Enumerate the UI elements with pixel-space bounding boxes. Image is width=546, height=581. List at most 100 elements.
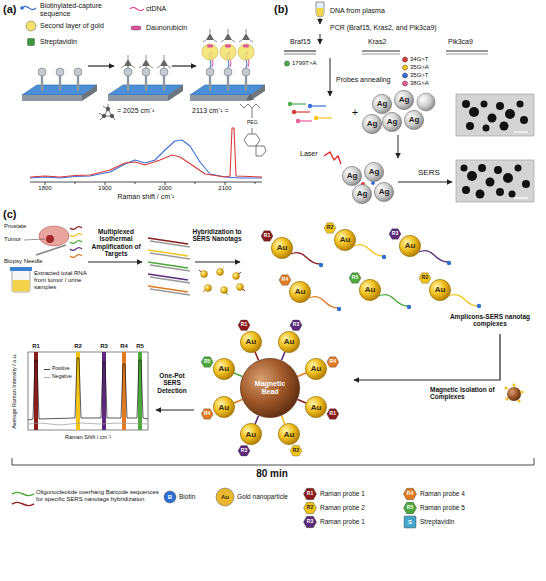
step-label: Amplicons-SERS nanotag complexes [444, 313, 536, 328]
sers-probe [292, 110, 296, 114]
legend-text: Raman probe 2 [320, 504, 365, 511]
biotin-dot [407, 305, 411, 309]
silver-nanoparticle: Ag [364, 162, 384, 182]
raman-spectrum [45, 182, 255, 185]
sample-label: Extracted total RNA from tumor / urine s… [34, 270, 88, 291]
raman-probe-hexagon [201, 357, 213, 367]
chemical-group-label: PEG [247, 120, 258, 126]
silver-nanoparticle: Ag [374, 182, 394, 202]
magnetic-bead-icon [512, 383, 515, 386]
hybridized-ctdna-stack [202, 29, 254, 68]
streptavidin-swatch [404, 516, 416, 528]
raman-probe-swatch [304, 488, 317, 499]
tem-image [456, 94, 534, 202]
gold-nanoparticle-shape [213, 396, 234, 417]
hybridized-ctdna-stack [225, 45, 231, 48]
chemical-structure [106, 107, 110, 111]
legend-text: Oligonucleotide overhang Barcode sequenc… [36, 489, 160, 503]
raman-probe-tag: R1 [330, 411, 336, 417]
node-text: Au [405, 241, 416, 250]
amplified-targets [150, 241, 190, 247]
node-text: Au [295, 287, 306, 296]
legend-sample [304, 516, 317, 527]
silver-nanoparticle: Ag [352, 184, 372, 204]
mutation-dot [402, 57, 407, 62]
time-bracket [12, 458, 534, 465]
biotin-dot [382, 255, 386, 259]
bead-link-strand [298, 373, 306, 376]
sers-nanotag [205, 285, 212, 292]
gene-label: Kras2 [368, 38, 386, 46]
hybridized-ctdna-stack [207, 45, 249, 48]
legend-text: Raman probe 1 [320, 490, 365, 497]
tem-image [514, 197, 528, 198]
streptavidin-letter: S [408, 519, 412, 526]
raman-spectrum [45, 182, 46, 185]
sers-nanotag [221, 287, 228, 294]
raman-spectrum [225, 182, 226, 185]
legend-sample [404, 488, 417, 499]
hybridized-ctdna-stack [238, 44, 254, 60]
bead-link-strand [298, 400, 306, 403]
node-text: Ag [399, 95, 410, 104]
biopsy-needle [36, 245, 66, 255]
gold-nanoparticle: Au [213, 396, 235, 418]
tem-image [461, 164, 531, 199]
gold-layer-swatch [26, 21, 36, 31]
node-text: Ag [357, 189, 368, 198]
silver-nanoparticle-shape [352, 184, 371, 203]
node-text: Ag [409, 115, 420, 124]
tem-image [462, 186, 470, 194]
plasma-tube [316, 2, 324, 17]
node-text: Au [365, 285, 376, 294]
barcode-strand-icon [12, 502, 34, 505]
legend-sample [404, 502, 417, 513]
raman-spectrum [255, 182, 256, 184]
mutation-dot [402, 81, 407, 86]
raman-probe-hexagon [389, 229, 401, 239]
gold-nanoparticle-shape [429, 279, 450, 300]
step-label: SERS [418, 168, 440, 177]
step-arrow [330, 58, 331, 96]
tem-image [478, 164, 486, 172]
rna-strands [70, 227, 82, 230]
ctdna-icon [130, 7, 144, 10]
magnetic-bead-icon [517, 399, 520, 402]
node-text: Ag [367, 119, 378, 128]
biotin-letter: B [168, 494, 172, 501]
magnetic-bead-shape [240, 358, 299, 417]
sers-nanotag [199, 267, 245, 295]
step-arrow [88, 65, 196, 66]
bead-link-strand [282, 352, 285, 360]
wavenumber-label: = 2025 cm⁻¹ [117, 107, 154, 115]
raman-probe-hexagon [238, 320, 250, 330]
raman-probe-hexagon [327, 357, 339, 367]
silver-nanoparticle: Ag [362, 114, 382, 134]
step-arrow [195, 261, 240, 262]
node-text: Au [246, 430, 257, 439]
chemical-structure [99, 94, 266, 156]
raman-probe-tag: R2 [307, 505, 313, 511]
gold-nanoparticle: Au [240, 331, 262, 353]
mutation-dot [402, 65, 407, 70]
axis-tick: 1900 [98, 185, 111, 192]
tool-label: Biopsy Needle [4, 258, 43, 265]
legend-sample [26, 21, 36, 31]
axis-title: Raman Shift / cm⁻¹ [65, 434, 111, 440]
gold-nanoparticle: Au [240, 423, 262, 445]
urine-cup [13, 280, 30, 292]
tem-image [514, 131, 528, 132]
amplicon-strand [354, 245, 383, 256]
bead-link-strand [234, 352, 306, 424]
sers-chart [28, 352, 148, 430]
rna-strands [70, 241, 82, 244]
silver-nanoparticle [417, 93, 435, 111]
raman-probe-tag: R2 [327, 225, 333, 231]
raman-spectrum [195, 182, 196, 184]
mutation-label: 34G>T [410, 56, 429, 63]
amplicon-strand [309, 297, 338, 308]
biopsy-needle [36, 245, 66, 255]
sers-probe [300, 120, 312, 121]
legend-sample [131, 26, 141, 30]
silver-nanoparticle: Ag [382, 112, 402, 132]
